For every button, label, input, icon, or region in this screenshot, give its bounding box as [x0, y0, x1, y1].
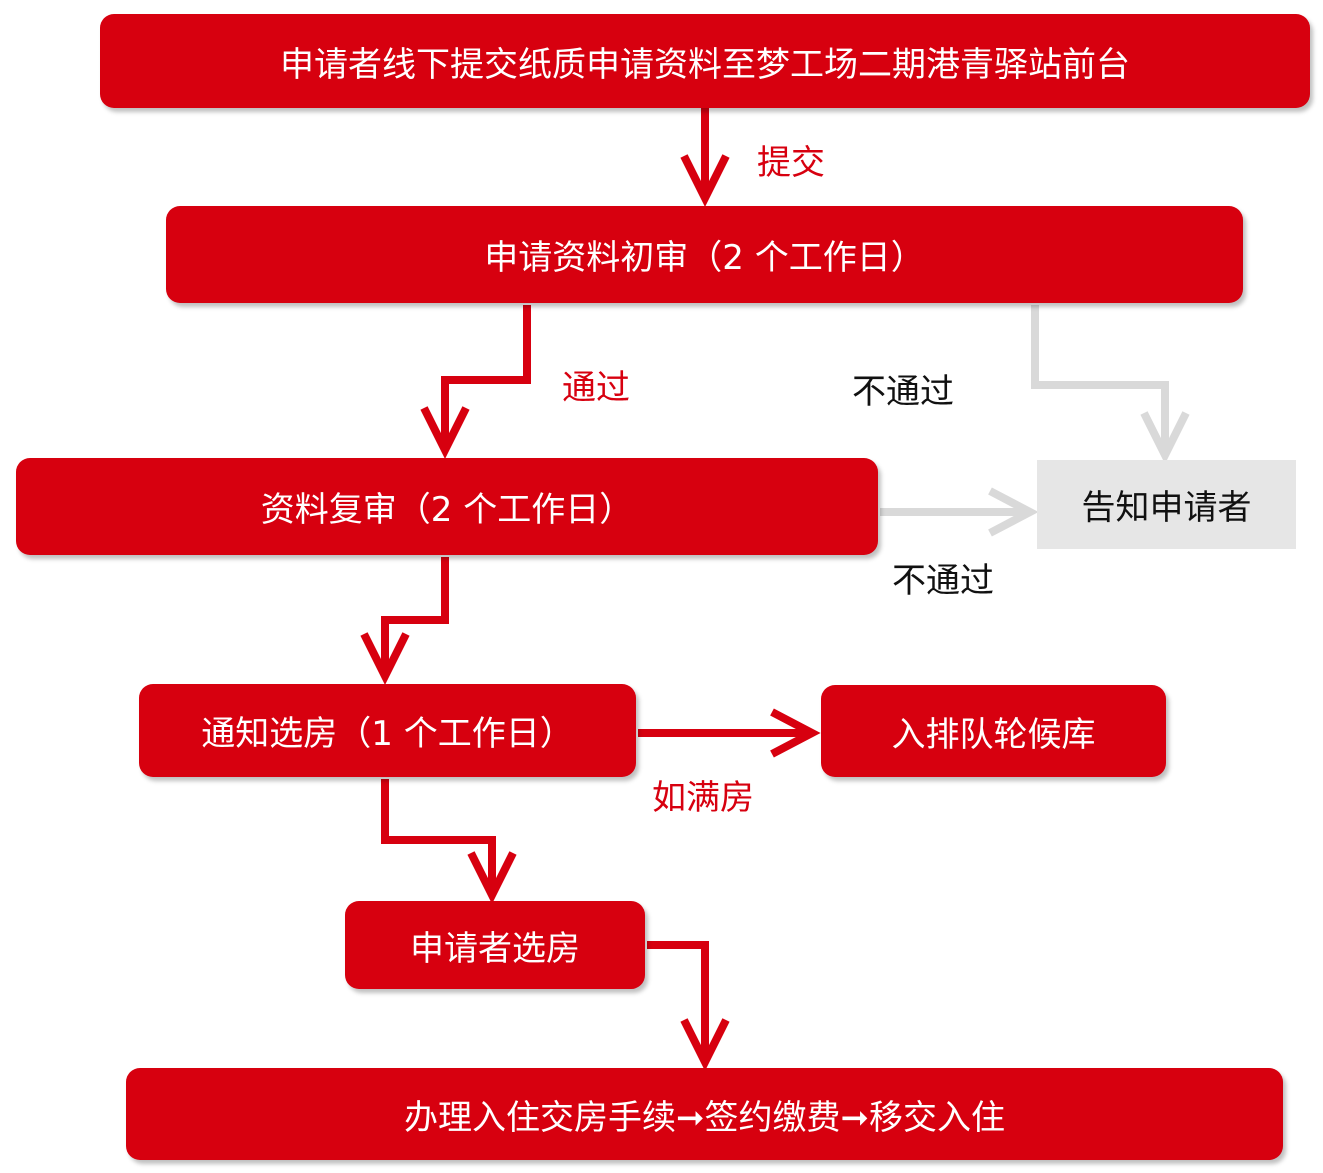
edge-label-pass: 通过 [562, 368, 630, 408]
node-notify-applicant: 告知申请者 [1037, 460, 1296, 549]
edge-label-fail-second: 不通过 [892, 561, 994, 601]
node-check-in-label: 办理入住交房手续➞签约缴费➞移交入住 [404, 1097, 1005, 1138]
arrow-to-applicant-select [381, 779, 517, 904]
node-applicant-select: 申请者选房 [345, 901, 645, 989]
node-notify-applicant-label: 告知申请者 [1081, 488, 1252, 528]
edge-label-fail-initial: 不通过 [852, 372, 954, 412]
arrow-fail-second [880, 487, 1039, 537]
node-notify-selection: 通知选房（1 个工作日） [139, 684, 636, 777]
arrow-submit [680, 108, 730, 207]
arrow-to-selection [360, 557, 449, 685]
node-initial-review-label: 申请资料初审（2 个工作日） [484, 238, 925, 278]
arrow-if-full [638, 708, 821, 758]
node-initial-review: 申请资料初审（2 个工作日） [166, 206, 1243, 303]
node-waitlist: 入排队轮候库 [821, 685, 1166, 777]
node-notify-selection-label: 通知选房（1 个工作日） [201, 714, 574, 754]
arrow-to-check-in [647, 941, 730, 1071]
node-submit-label: 申请者线下提交纸质申请资料至梦工场二期港青驿站前台 [280, 44, 1130, 85]
arrow-pass [420, 305, 531, 459]
edge-label-submit: 提交 [757, 143, 825, 183]
node-check-in: 办理入住交房手续➞签约缴费➞移交入住 [126, 1068, 1283, 1160]
edge-label-if-full: 如满房 [652, 778, 754, 818]
node-applicant-select-label: 申请者选房 [410, 928, 580, 969]
node-waitlist-label: 入排队轮候库 [891, 714, 1096, 755]
node-second-review: 资料复审（2 个工作日） [16, 458, 878, 555]
node-second-review-label: 资料复审（2 个工作日） [260, 490, 634, 530]
arrow-fail-initial [1031, 305, 1190, 464]
node-submit: 申请者线下提交纸质申请资料至梦工场二期港青驿站前台 [100, 14, 1310, 108]
